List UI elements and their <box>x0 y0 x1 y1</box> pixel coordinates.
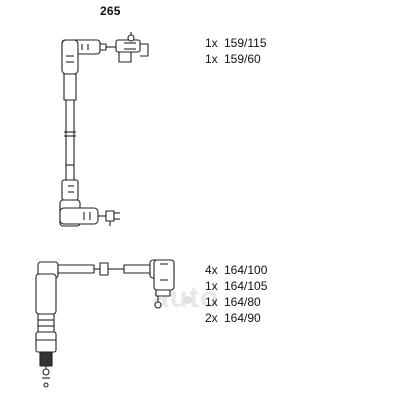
item-quantity: 2x <box>205 311 218 325</box>
list-item: 1x 159/60 <box>205 51 267 67</box>
item-quantity: 1x <box>205 36 218 50</box>
item-code: 164/80 <box>224 295 261 309</box>
list-item: 1x 164/80 <box>205 294 267 310</box>
item-code: 164/105 <box>224 279 268 293</box>
list-item: 1x 159/115 <box>205 35 267 51</box>
list-item: 4x 164/100 <box>205 262 267 278</box>
lower-corner-boot <box>35 261 59 315</box>
item-quantity: 1x <box>205 52 218 66</box>
cable-set-b-list: 4x 164/100 1x 164/105 1x 164/80 2x 164/9… <box>205 262 267 326</box>
list-item: 2x 164/90 <box>205 310 267 326</box>
lower-bottom-plug <box>35 331 57 388</box>
item-code: 164/100 <box>224 263 268 277</box>
lower-cable-assembly <box>35 259 175 388</box>
upper-terminal <box>98 210 120 226</box>
lower-vertical-sheath <box>37 313 55 333</box>
item-code: 164/90 <box>224 311 261 325</box>
lower-horizontal-cable <box>57 262 151 276</box>
item-code: 159/60 <box>224 52 261 66</box>
upper-top-boot <box>61 39 107 75</box>
item-quantity: 4x <box>205 263 218 277</box>
upper-bottom-boot <box>59 179 99 227</box>
item-quantity: 1x <box>205 279 218 293</box>
upper-cable-assembly <box>59 32 149 227</box>
item-code: 159/115 <box>224 36 267 50</box>
upper-cable-sheath <box>63 73 77 181</box>
upper-connector <box>106 32 149 63</box>
watermark-dot <box>184 296 192 304</box>
list-item: 1x 164/105 <box>205 278 267 294</box>
cable-set-a-list: 1x 159/115 1x 159/60 <box>205 35 267 67</box>
part-number: 265 <box>100 4 121 18</box>
lower-right-boot <box>149 259 175 309</box>
item-quantity: 1x <box>205 295 218 309</box>
